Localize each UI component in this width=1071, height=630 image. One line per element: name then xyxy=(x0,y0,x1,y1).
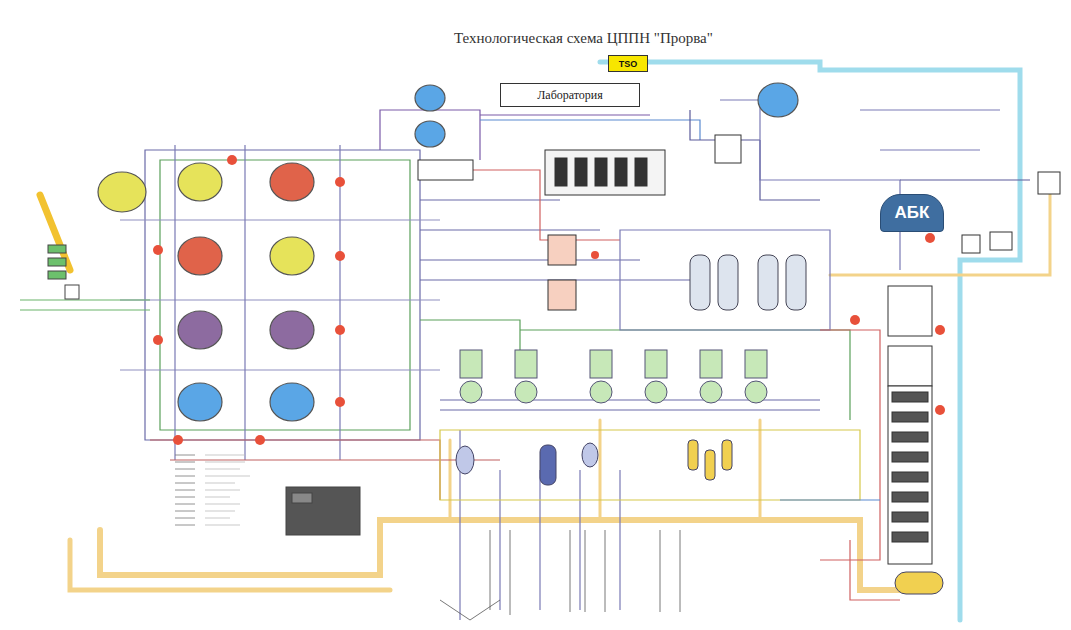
node-label: TSO xyxy=(619,59,638,69)
node-label: Лаборатория xyxy=(537,88,603,103)
building-box: Лаборатория xyxy=(500,83,640,107)
diagram-title: Технологическая схема ЦППН "Прорва" xyxy=(454,30,713,47)
building-shape: АБК xyxy=(880,194,944,232)
node-label: АБК xyxy=(895,203,930,223)
tag-box: TSO xyxy=(608,55,648,72)
